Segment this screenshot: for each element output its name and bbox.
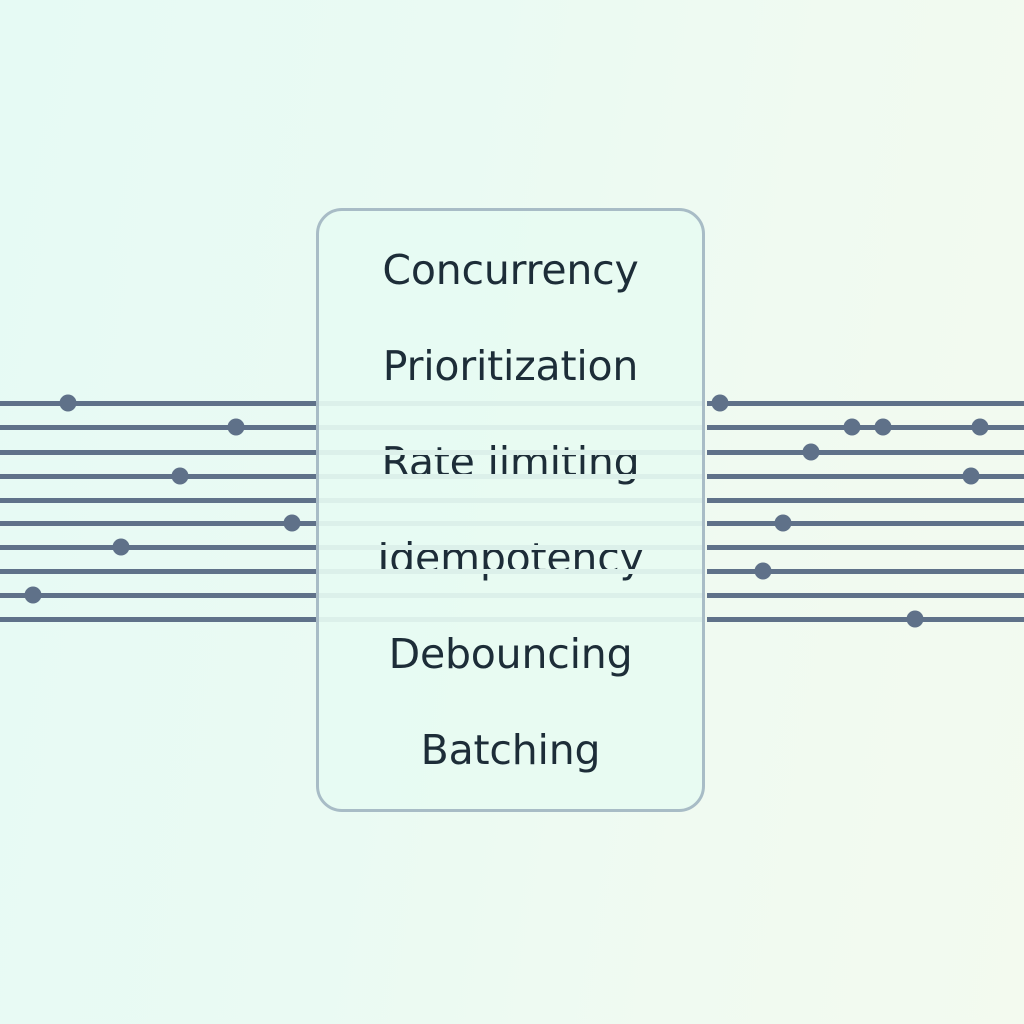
track-line-right [707, 616, 1024, 622]
track-line-left [0, 592, 316, 598]
track-line-left [0, 616, 316, 622]
track-line-left [0, 544, 316, 550]
track-line-inner [319, 497, 702, 503]
concept-item: Concurrency [382, 246, 639, 294]
track-line-inner [319, 544, 702, 550]
track-line-left [0, 473, 316, 479]
track-dot [112, 538, 130, 556]
track-dot [227, 418, 245, 436]
track-dot [802, 443, 820, 461]
track-line-right [707, 424, 1024, 430]
track-line-left [0, 497, 316, 503]
concept-item: Debouncing [388, 630, 633, 678]
track-line-right [707, 592, 1024, 598]
track-line-inner [319, 473, 702, 479]
track-dot [843, 418, 861, 436]
track-line-right [707, 449, 1024, 455]
track-line-right [707, 568, 1024, 574]
track-line-left [0, 400, 316, 406]
track-line-inner [319, 568, 702, 574]
track-dot [754, 562, 772, 580]
track-dot [774, 514, 792, 532]
track-dot [59, 394, 77, 412]
concept-item: Batching [420, 726, 601, 774]
track-line-inner [319, 592, 702, 598]
track-dot [906, 610, 924, 628]
track-line-right [707, 520, 1024, 526]
track-dot [171, 467, 189, 485]
track-line-inner [319, 424, 702, 430]
track-dot [971, 418, 989, 436]
track-line-right [707, 400, 1024, 406]
track-dot [874, 418, 892, 436]
track-line-right [707, 473, 1024, 479]
concept-item: Prioritization [382, 342, 639, 390]
track-dot [24, 586, 42, 604]
track-line-inner [319, 400, 702, 406]
track-line-inner [319, 520, 702, 526]
track-line-right [707, 497, 1024, 503]
track-line-right [707, 544, 1024, 550]
track-line-inner [319, 616, 702, 622]
track-dot [711, 394, 729, 412]
concept-item: Idempotency [377, 534, 644, 582]
track-dot [283, 514, 301, 532]
track-line-left [0, 568, 316, 574]
track-line-left [0, 424, 316, 430]
track-line-inner [319, 449, 702, 455]
track-dot [962, 467, 980, 485]
track-line-left [0, 449, 316, 455]
track-line-left [0, 520, 316, 526]
